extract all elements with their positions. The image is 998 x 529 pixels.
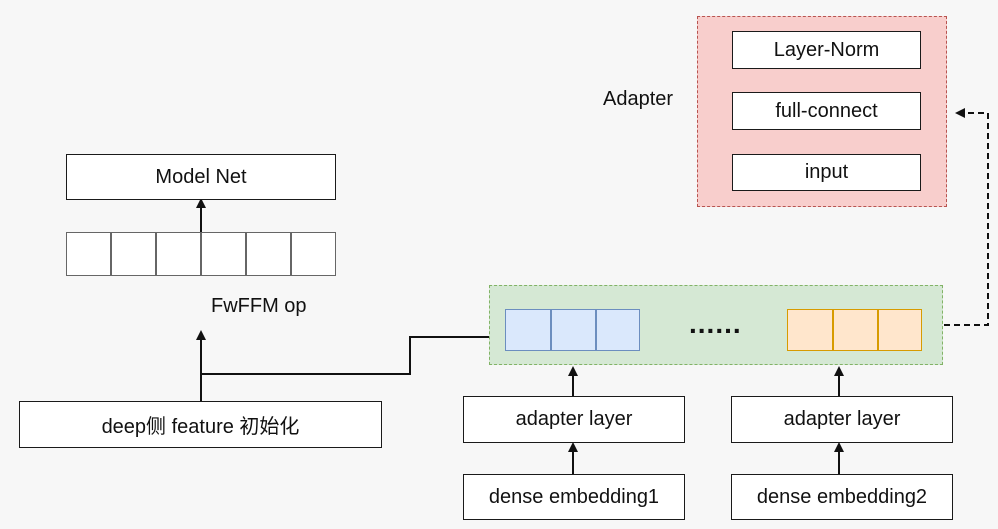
- adapter-layer-box-1: adapter layer: [463, 396, 685, 443]
- orange-embedding-group: [787, 309, 922, 351]
- adapter-layer-box-2: adapter layer: [731, 396, 953, 443]
- orange-embedding-cell: [832, 310, 834, 350]
- blue-embedding-cell: [595, 310, 597, 350]
- model-net-box: Model Net: [66, 154, 336, 200]
- full-connect-box: full-connect: [732, 92, 921, 130]
- feature-init-box: deep侧 feature 初始化: [19, 401, 382, 448]
- dashed-connector-concat-to-adapter: [944, 108, 989, 326]
- layer-norm-box: Layer-Norm: [732, 31, 921, 69]
- fwffm-cell: [290, 233, 292, 275]
- fwffm-cell: [245, 233, 247, 275]
- input-box: input: [732, 154, 921, 191]
- fwffm-cell: [110, 233, 112, 275]
- blue-embedding-cell: [550, 310, 552, 350]
- fwffm-cell: [200, 233, 202, 275]
- adapter-label: Adapter: [603, 88, 674, 110]
- ellipsis: ......: [689, 308, 742, 339]
- orange-embedding-cell: [877, 310, 879, 350]
- blue-embedding-group: [505, 309, 640, 351]
- dense-embedding-box-2: dense embedding2: [731, 474, 953, 520]
- concat-to-fwffm-connector: [201, 336, 490, 375]
- fwffm-cell-row: [66, 232, 336, 276]
- fwffm-cell: [155, 233, 157, 275]
- fwffm-op-label: FwFFM op: [211, 295, 307, 317]
- dense-embedding-box-1: dense embedding1: [463, 474, 685, 520]
